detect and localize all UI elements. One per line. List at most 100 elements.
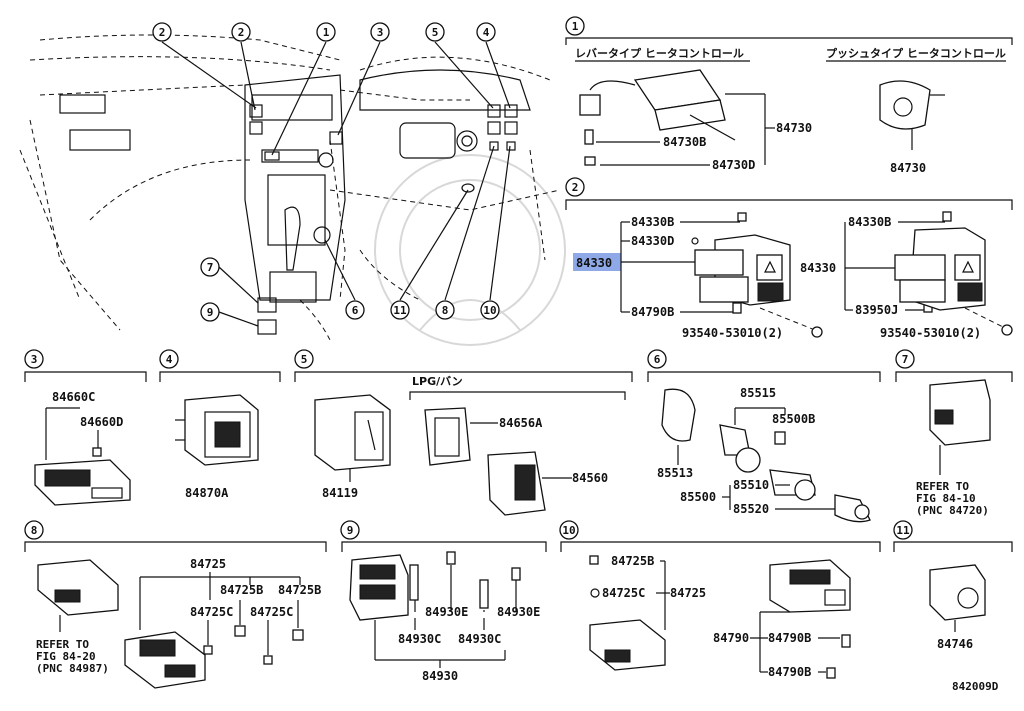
svg-text:85500: 85500 bbox=[680, 490, 716, 504]
svg-text:11: 11 bbox=[896, 524, 910, 537]
svg-text:84730: 84730 bbox=[890, 161, 926, 175]
callout-8: 8 bbox=[435, 300, 455, 320]
section-2-switch: 2 84330 84330B 84330D 84790B 93540-53010… bbox=[565, 177, 1013, 340]
svg-text:84930E: 84930E bbox=[425, 605, 468, 619]
svg-text:84725B: 84725B bbox=[278, 583, 321, 597]
svg-text:LPG/バン: LPG/バン bbox=[412, 375, 463, 388]
svg-text:4: 4 bbox=[483, 26, 490, 39]
callout-2b: 2 bbox=[231, 22, 251, 42]
svg-text:(PNC 84987): (PNC 84987) bbox=[36, 662, 109, 675]
svg-text:84930C: 84930C bbox=[458, 632, 501, 646]
svg-text:5: 5 bbox=[432, 26, 439, 39]
svg-text:84790B: 84790B bbox=[768, 631, 811, 645]
svg-text:84330B: 84330B bbox=[631, 215, 674, 229]
svg-text:84725C: 84725C bbox=[602, 586, 645, 600]
svg-text:84725: 84725 bbox=[670, 586, 706, 600]
label-lever-type: レバータイプ ヒータコントロール bbox=[575, 46, 744, 60]
svg-text:6: 6 bbox=[352, 304, 359, 317]
svg-text:84930E: 84930E bbox=[497, 605, 540, 619]
svg-text:84730B: 84730B bbox=[663, 135, 706, 149]
svg-text:3: 3 bbox=[377, 26, 384, 39]
section-10: 10 84725B 84725C 84725 84790 84790B 8479… bbox=[559, 520, 881, 679]
svg-text:84560: 84560 bbox=[572, 471, 608, 485]
svg-text:84746: 84746 bbox=[937, 637, 973, 651]
svg-text:5: 5 bbox=[301, 353, 308, 366]
part-84330-selected: 84330 bbox=[576, 256, 612, 270]
callout-7: 7 bbox=[200, 257, 220, 277]
dashboard-overview bbox=[19, 34, 561, 341]
svg-text:1: 1 bbox=[572, 20, 579, 33]
callout-1: 1 bbox=[316, 22, 336, 42]
section-6: 6 85515 85500B 85513 85510 85500 85520 bbox=[647, 349, 881, 523]
part-84330-highlight bbox=[573, 253, 621, 271]
svg-text:84656A: 84656A bbox=[499, 416, 543, 430]
svg-text:84870A: 84870A bbox=[185, 486, 229, 500]
svg-text:84119: 84119 bbox=[322, 486, 358, 500]
callout-2a: 2 bbox=[152, 22, 172, 42]
svg-text:85500B: 85500B bbox=[772, 412, 815, 426]
dashboard-callouts: 2 2 1 3 5 4 7 9 6 11 8 10 bbox=[152, 22, 500, 322]
callout-9: 9 bbox=[200, 302, 220, 322]
section-1-heater-control: 1 レバータイプ ヒータコントロール プッシュタイプ ヒータコントロール 847… bbox=[565, 16, 1013, 175]
watermark-emblem bbox=[374, 154, 566, 346]
svg-text:85510: 85510 bbox=[733, 478, 769, 492]
svg-text:9: 9 bbox=[207, 306, 214, 319]
svg-text:84330D: 84330D bbox=[631, 234, 674, 248]
svg-text:84725C: 84725C bbox=[190, 605, 233, 619]
section-11: 11 84746 bbox=[893, 520, 1013, 651]
svg-text:84930C: 84930C bbox=[398, 632, 441, 646]
callout-11: 11 bbox=[390, 300, 410, 320]
svg-text:FIG 84-10: FIG 84-10 bbox=[916, 492, 976, 505]
svg-text:9: 9 bbox=[347, 524, 354, 537]
svg-text:2: 2 bbox=[238, 26, 245, 39]
svg-text:10: 10 bbox=[562, 524, 575, 537]
svg-text:84730: 84730 bbox=[776, 121, 812, 135]
callout-10: 10 bbox=[480, 300, 500, 320]
svg-text:84725: 84725 bbox=[190, 557, 226, 571]
svg-text:84930: 84930 bbox=[422, 669, 458, 683]
section-7: 7 REFER TO FIG 84-10 (PNC 84720) bbox=[895, 349, 1013, 517]
callout-6: 6 bbox=[345, 300, 365, 320]
svg-text:8: 8 bbox=[442, 304, 449, 317]
svg-text:93540-53010(2): 93540-53010(2) bbox=[880, 326, 981, 340]
svg-text:85515: 85515 bbox=[740, 386, 776, 400]
svg-text:84790B: 84790B bbox=[768, 665, 811, 679]
svg-text:84725B: 84725B bbox=[220, 583, 263, 597]
svg-text:84330B: 84330B bbox=[848, 215, 891, 229]
svg-text:84330: 84330 bbox=[800, 261, 836, 275]
label-push-type: プッシュタイプ ヒータコントロール bbox=[826, 46, 1006, 60]
svg-text:85520: 85520 bbox=[733, 502, 769, 516]
svg-text:1: 1 bbox=[323, 26, 330, 39]
svg-text:(PNC 84720): (PNC 84720) bbox=[916, 504, 989, 517]
svg-text:2: 2 bbox=[572, 181, 579, 194]
section-5: 5 LPG/バン 84119 84656A 84560 bbox=[294, 349, 633, 516]
svg-text:11: 11 bbox=[393, 304, 407, 317]
svg-text:7: 7 bbox=[902, 353, 909, 366]
svg-text:2: 2 bbox=[159, 26, 166, 39]
svg-text:84725C: 84725C bbox=[250, 605, 293, 619]
svg-text:REFER TO: REFER TO bbox=[916, 480, 969, 493]
svg-text:93540-53010(2): 93540-53010(2) bbox=[682, 326, 783, 340]
section-3: 3 84660C 84660D bbox=[24, 349, 147, 506]
figure-code: 842009D bbox=[952, 680, 999, 693]
svg-text:84725B: 84725B bbox=[611, 554, 654, 568]
svg-text:84660C: 84660C bbox=[52, 390, 95, 404]
svg-text:83950J: 83950J bbox=[855, 303, 898, 317]
callout-5: 5 bbox=[425, 22, 445, 42]
callout-4: 4 bbox=[476, 22, 496, 42]
svg-text:4: 4 bbox=[166, 353, 173, 366]
section-4: 4 84870A bbox=[159, 349, 281, 500]
svg-text:10: 10 bbox=[483, 304, 496, 317]
callout-3: 3 bbox=[370, 22, 390, 42]
svg-text:84730D: 84730D bbox=[712, 158, 755, 172]
svg-text:FIG 84-20: FIG 84-20 bbox=[36, 650, 96, 663]
svg-text:85513: 85513 bbox=[657, 466, 693, 480]
section-9: 9 84930E 84930E 84930C 84930C 84930 bbox=[340, 520, 547, 683]
svg-text:84660D: 84660D bbox=[80, 415, 123, 429]
svg-text:8: 8 bbox=[31, 524, 38, 537]
svg-text:3: 3 bbox=[31, 353, 38, 366]
svg-text:84790B: 84790B bbox=[631, 305, 674, 319]
svg-text:84790: 84790 bbox=[713, 631, 749, 645]
